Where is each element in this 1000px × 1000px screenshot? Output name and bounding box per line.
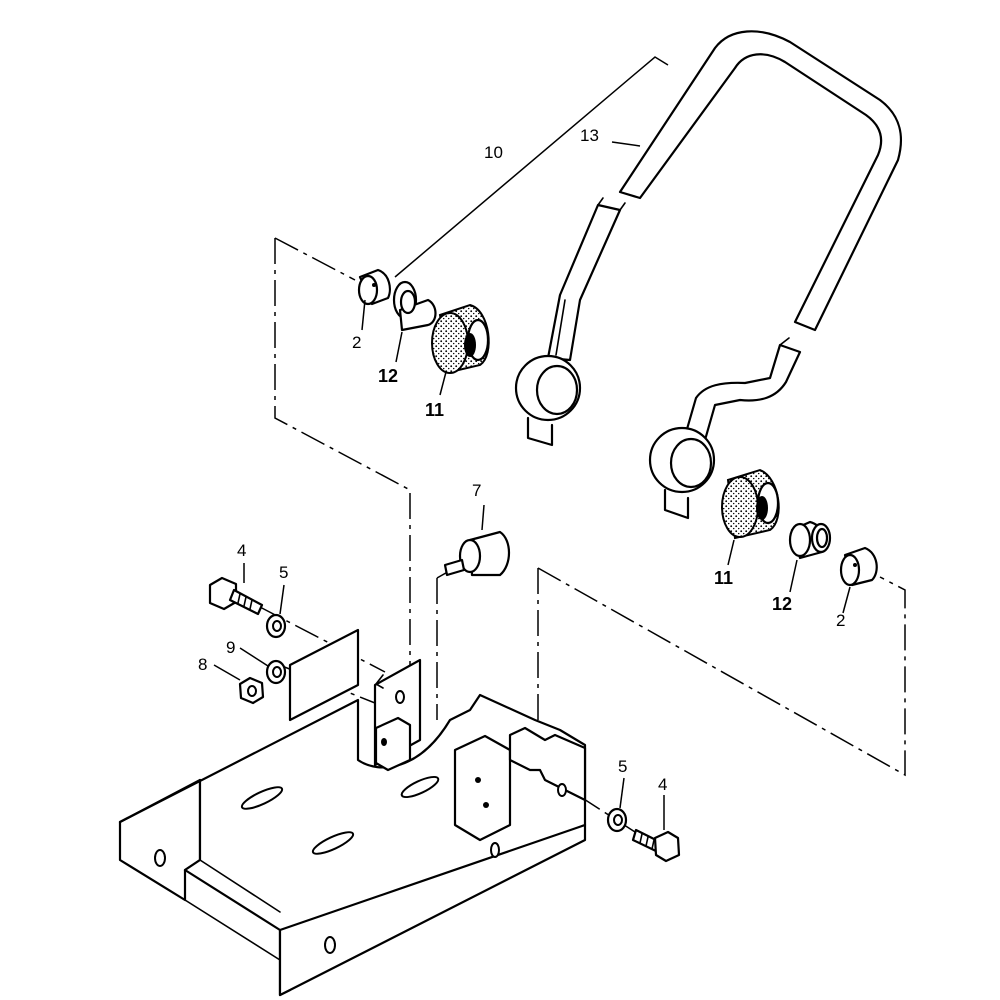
callout-2-lower: 2 xyxy=(836,611,845,630)
callout-5-lower: 5 xyxy=(618,757,627,776)
callout-9: 9 xyxy=(226,638,235,657)
handle-tube xyxy=(546,30,902,442)
callout-7: 7 xyxy=(472,481,481,500)
part-9-washer xyxy=(265,659,287,685)
part-4-bolt-lower xyxy=(631,828,681,863)
part-8-nut xyxy=(238,676,265,705)
part-2-upper-cap xyxy=(357,268,391,306)
part-5-washer-upper xyxy=(265,613,287,639)
part-12-upper-bushing xyxy=(392,280,437,332)
callout-11-lower: 11 xyxy=(714,568,733,588)
callout-5-upper: 5 xyxy=(279,563,288,582)
callout-2-upper: 2 xyxy=(352,333,361,352)
part-11-upper-roller xyxy=(431,303,490,374)
callout-8: 8 xyxy=(198,655,207,674)
base-bracket xyxy=(118,628,587,997)
callouts: 10 13 2 12 11 7 4 5 9 8 11 12 2 5 4 xyxy=(198,126,845,794)
part-5-washer-lower xyxy=(606,807,628,833)
part-4-bolt-upper xyxy=(208,576,264,616)
callout-12-upper: 12 xyxy=(378,366,398,386)
right-handle-eye xyxy=(648,426,716,520)
part-12-lower-bushing xyxy=(788,520,832,560)
left-handle-eye xyxy=(514,354,582,447)
callout-10: 10 xyxy=(484,143,503,162)
part-7-rubber-stop xyxy=(443,530,511,577)
part-2-lower-cap xyxy=(839,546,878,587)
leader-lines xyxy=(213,56,851,830)
callout-4-upper: 4 xyxy=(237,541,246,560)
callout-4-lower: 4 xyxy=(658,775,667,794)
callout-11-upper: 11 xyxy=(425,400,444,420)
callout-12-lower: 12 xyxy=(772,594,792,614)
part-11-lower-roller xyxy=(721,468,780,540)
callout-13: 13 xyxy=(580,126,599,145)
